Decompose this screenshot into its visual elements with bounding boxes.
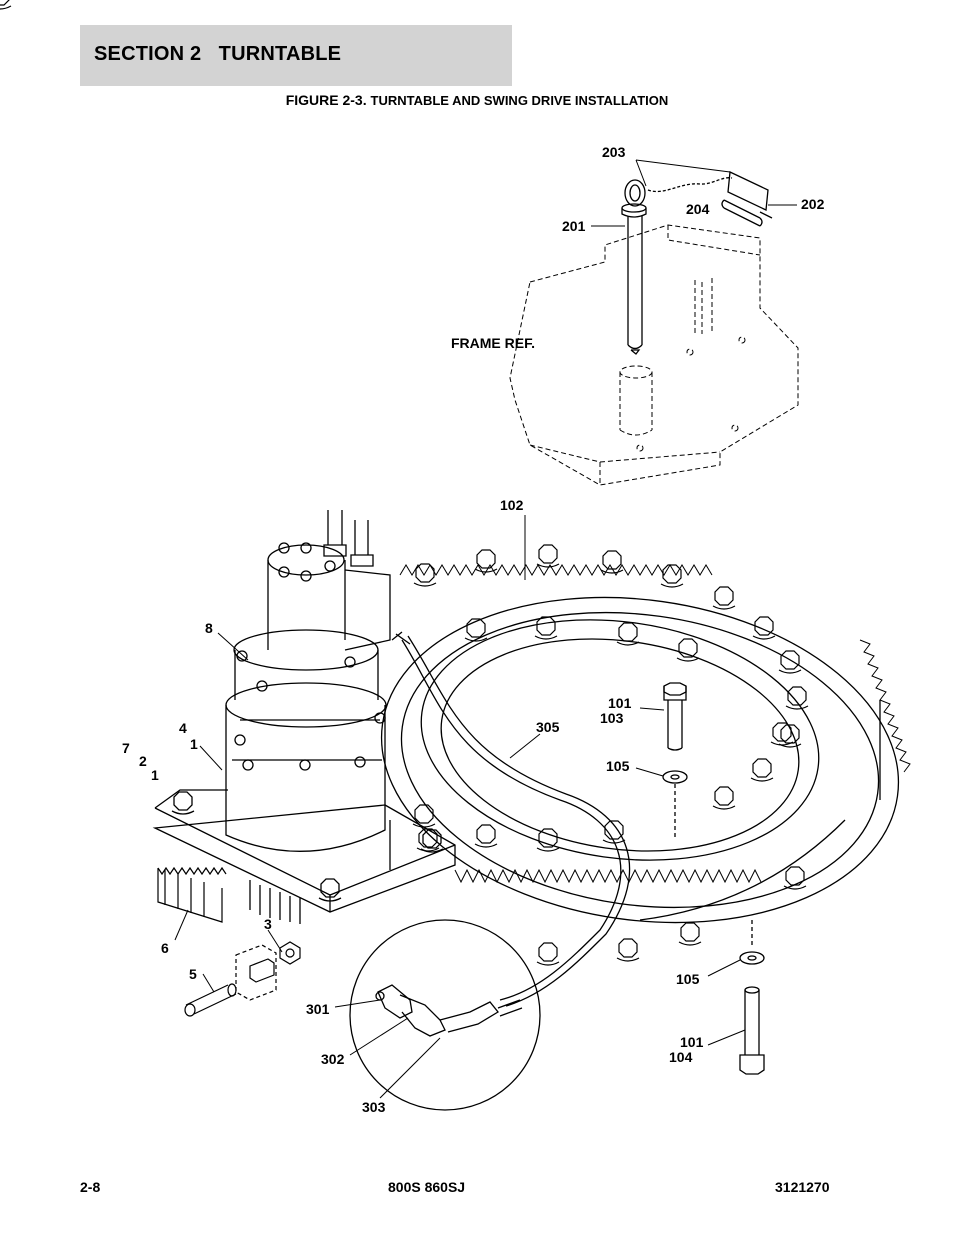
long-bolts xyxy=(662,682,765,1075)
callout-7: 7 xyxy=(122,740,130,756)
section-header: SECTION 2 TURNTABLE xyxy=(80,25,512,86)
callout-4: 4 xyxy=(179,720,187,736)
bearing-bolts xyxy=(0,0,809,966)
figure-label: FIGURE 2-3. xyxy=(285,92,367,108)
section-title: SECTION 2 TURNTABLE xyxy=(94,43,342,65)
callout-103: 103 xyxy=(600,710,624,726)
callout-1-upper: 1 xyxy=(190,736,198,752)
footer-page-number: 2-8 xyxy=(80,1179,101,1195)
callout-201: 201 xyxy=(562,218,586,234)
footer-doc-number: 3121270 xyxy=(775,1179,830,1195)
leader-lines xyxy=(174,159,797,1099)
figure-caption: TURNTABLE AND SWING DRIVE INSTALLATION xyxy=(370,93,669,108)
callout-204: 204 xyxy=(686,201,710,217)
turntable-bearing xyxy=(380,564,911,924)
mounting-plate xyxy=(152,789,456,924)
callout-202: 202 xyxy=(801,196,825,212)
nut-and-pin xyxy=(184,941,301,1017)
pin-assembly xyxy=(621,171,773,355)
frame-ref-label: FRAME REF. xyxy=(451,335,535,351)
callout-305: 305 xyxy=(536,719,560,735)
swing-drive xyxy=(225,510,391,852)
callout-105-upper: 105 xyxy=(606,758,630,774)
callout-301: 301 xyxy=(306,1001,330,1017)
sensor-detail xyxy=(349,919,541,1111)
callout-101-upper: 101 xyxy=(608,695,632,711)
callout-302: 302 xyxy=(321,1051,345,1067)
callout-105-lower: 105 xyxy=(676,971,700,987)
callout-1-lower: 1 xyxy=(151,767,159,783)
callout-6: 6 xyxy=(161,940,169,956)
callout-5: 5 xyxy=(189,966,197,982)
callout-303: 303 xyxy=(362,1099,386,1115)
callout-203: 203 xyxy=(602,144,626,160)
callout-3: 3 xyxy=(264,916,272,932)
callout-104: 104 xyxy=(669,1049,693,1065)
frame-reference-outline xyxy=(509,224,799,486)
hose xyxy=(391,631,631,1007)
rack-segment xyxy=(157,866,227,923)
footer-models: 800S 860SJ xyxy=(388,1179,466,1195)
figure-title: FIGURE 2-3. TURNTABLE AND SWING DRIVE IN… xyxy=(0,92,954,108)
callout-8: 8 xyxy=(205,620,213,636)
callout-102: 102 xyxy=(500,497,524,513)
callout-101-lower: 101 xyxy=(680,1034,704,1050)
callout-2: 2 xyxy=(139,753,147,769)
